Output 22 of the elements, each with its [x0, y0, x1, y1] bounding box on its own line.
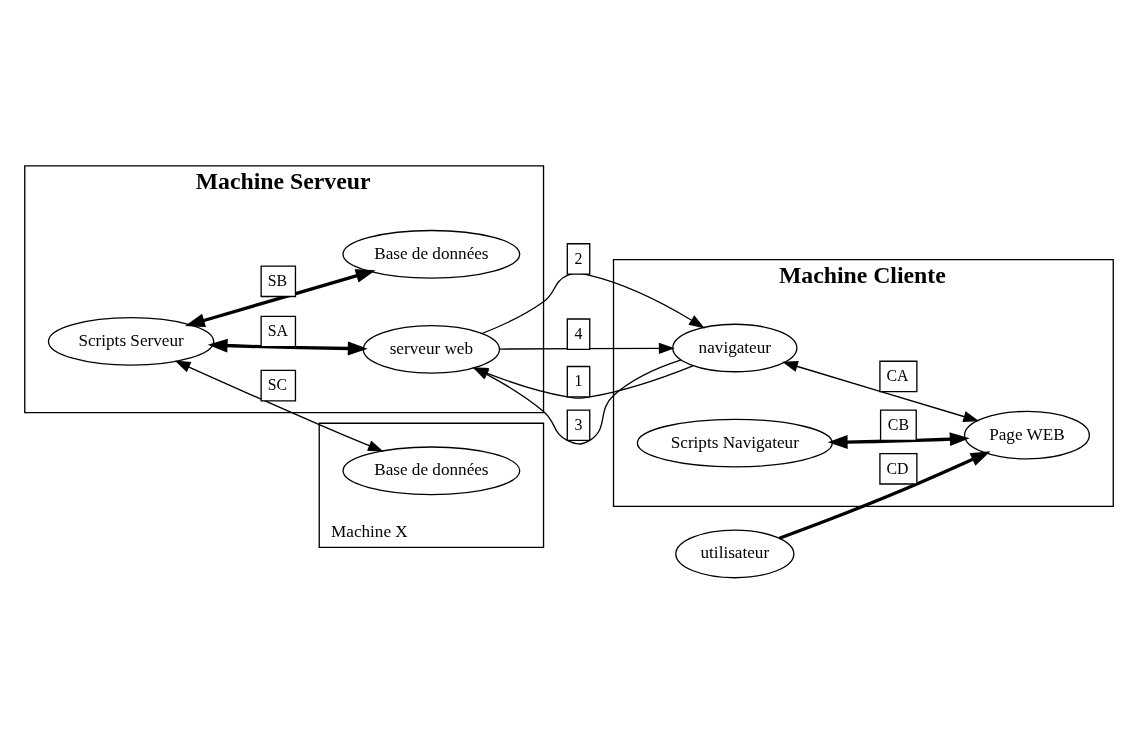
arrow [185, 269, 376, 328]
edge-label: SC [267, 376, 288, 394]
edge-label: CA [886, 367, 909, 385]
edge-label: 4 [574, 324, 583, 342]
node-ellipse: Base de données [342, 446, 521, 496]
node-ellipse: Scripts Serveur [47, 317, 215, 366]
edge-label: 1 [574, 372, 583, 390]
node-ellipse: utilisateur [675, 529, 795, 579]
edge-label: 2 [574, 249, 583, 267]
arrow [827, 432, 970, 449]
edge-label: SA [267, 322, 288, 340]
arrow [174, 360, 384, 452]
edge-label: CD [886, 459, 909, 477]
edge-label: SB [267, 272, 288, 290]
arrow [499, 342, 675, 354]
arrow [481, 272, 705, 334]
node-ellipse: Base de données [342, 229, 521, 279]
edge-label: 3 [574, 416, 583, 433]
node-ellipse: serveur web [362, 324, 501, 374]
node-ellipse: Scripts Navigateur [636, 418, 833, 468]
edge-label: CB [887, 416, 909, 433]
arrow [207, 338, 368, 356]
